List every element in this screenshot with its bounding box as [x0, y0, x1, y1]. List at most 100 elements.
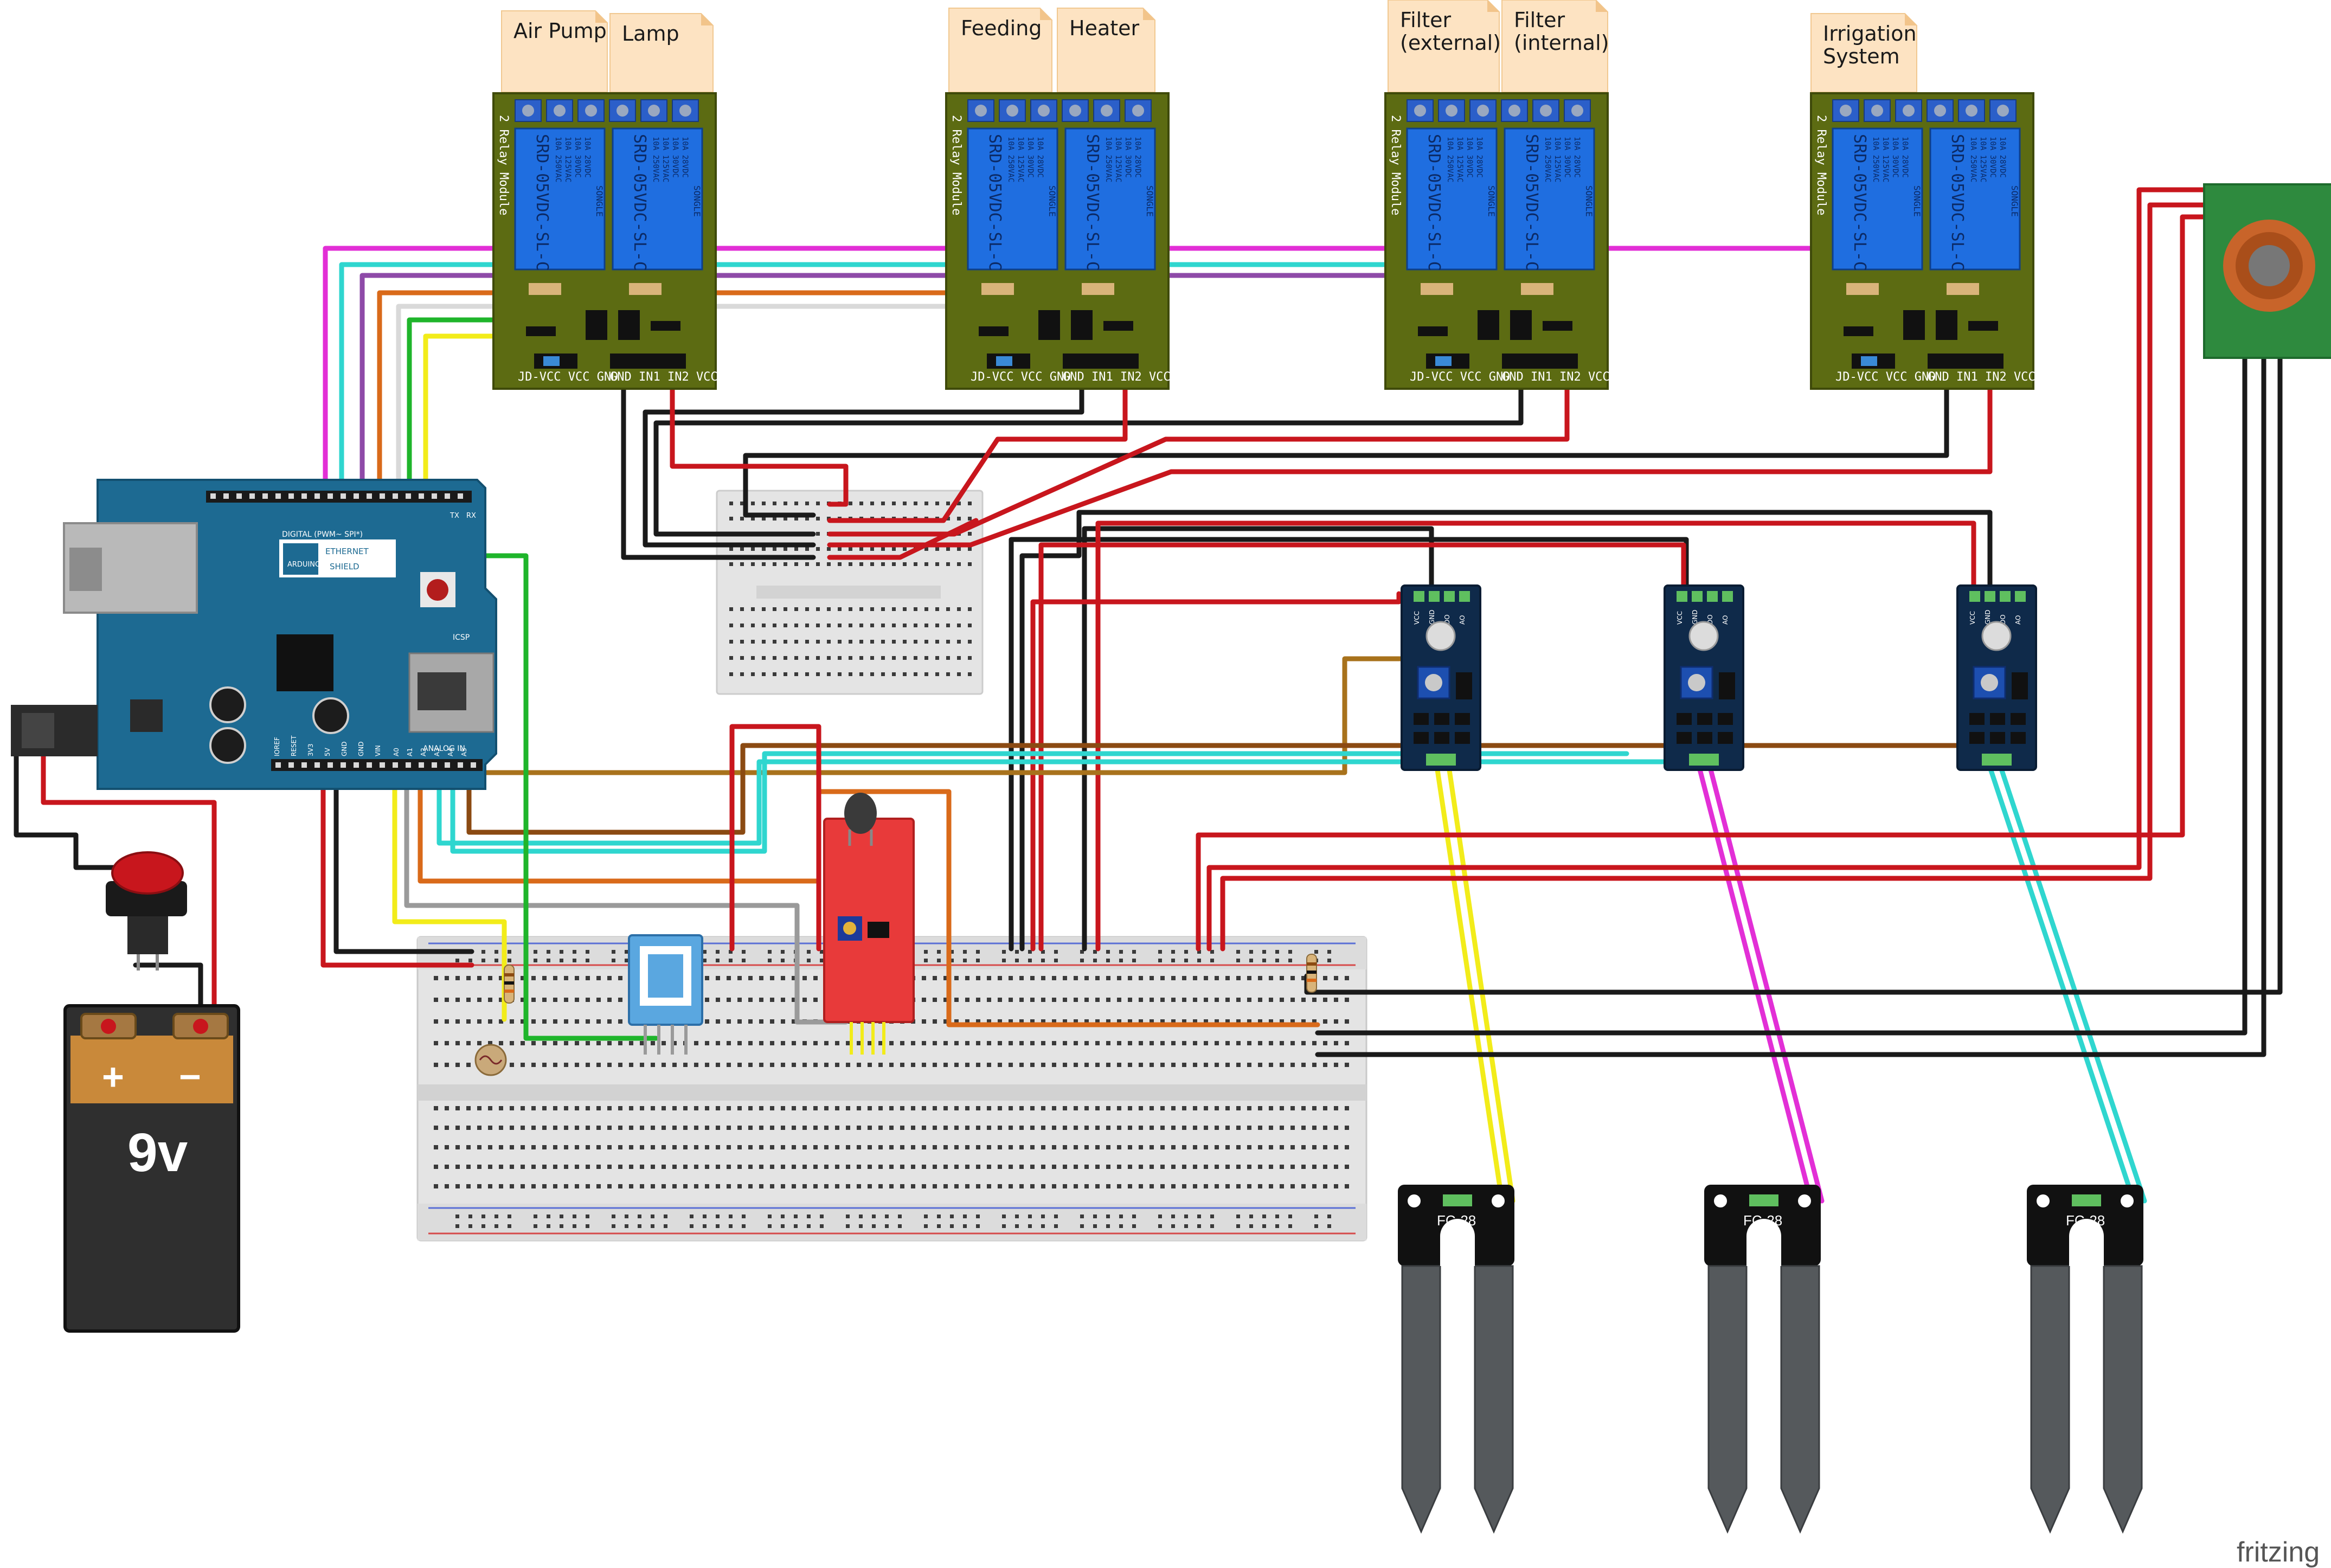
sensor-pin-label-1-3: AO: [1722, 615, 1729, 625]
relay-label-note-0: Air Pump: [501, 10, 608, 93]
relay-label-note-5: Filter(internal): [1501, 0, 1609, 93]
soil-probe-3: FC-28: [2027, 1185, 2143, 1534]
relay-label-text-1-0: Lamp: [622, 22, 679, 46]
power-pin-label-3: 5V: [324, 747, 331, 756]
shield-name-line-1: ETHERNET: [325, 547, 369, 556]
fritzing-brand: fritzing: [2237, 1537, 2320, 1568]
wire-gas-red-1: [1206, 187, 2264, 952]
wire-relay1-gnd: [621, 359, 816, 560]
wire-relay1-vcc: [670, 359, 849, 507]
sensor-pin-label-1-0: VCC: [1676, 611, 1684, 625]
shield-name-line-2: SHIELD: [330, 562, 359, 571]
relay-label-text-5-1: (internal): [1514, 31, 1609, 55]
relay-label-text-6-1: System: [1823, 44, 1900, 68]
relay-rating-3-1-3: 10A 28VDC: [1998, 137, 2007, 178]
relay-side-text-2: 2 Relay Module: [1389, 115, 1402, 215]
wire-probe3-cyan-b: [1995, 756, 2147, 1204]
relay-model-2-1: SRD-05VDC-SL-C: [1522, 134, 1541, 271]
relay-rating-3-0-3: 10A 28VDC: [1900, 137, 1909, 178]
sensor-pin-label-1-1: GND: [1691, 609, 1699, 625]
sensor-pin-label-0-1: GND: [1428, 609, 1436, 625]
relay-side-text-3: 2 Relay Module: [1814, 115, 1828, 215]
relay-label-text-2-0: Feeding: [961, 16, 1042, 40]
analog-pin-label-2: A2: [420, 748, 427, 756]
capacitor-1: [209, 686, 246, 723]
wire-arduino-gnd: [333, 773, 474, 954]
relay-brand-0-0: SONGLE: [594, 185, 605, 217]
voltage-regulator: [130, 699, 163, 732]
relay-rating-3-0-1: 10A 125VAC: [1881, 137, 1890, 182]
power-pin-label-6: VIN: [374, 745, 382, 756]
wire-probe1-yellow-b: [1445, 756, 1516, 1204]
relay-rating-1-1-3: 10A 28VDC: [1133, 137, 1142, 178]
relay-label-note-1: Lamp: [609, 13, 714, 93]
sensor-pin-label-2-1: GND: [1984, 609, 1992, 625]
analog-pin-label-3: A3: [433, 748, 441, 756]
relay-label-text-5-0: Filter: [1514, 8, 1565, 32]
relay-brand-0-1: SONGLE: [692, 185, 702, 217]
relay-label-note-2: Feeding: [948, 8, 1052, 93]
relay-rating-1-0-3: 10A 28VDC: [1036, 137, 1044, 178]
relay-model-0-0: SRD-05VDC-SL-C: [532, 134, 551, 271]
relay-jumper-label-3: JD-VCC VCC GND: [1835, 370, 1936, 384]
relay-rating-0-0-0: 10A 250VAC: [554, 137, 562, 182]
battery-plus: +: [102, 1056, 124, 1098]
wire-sensor-gnd-run: [1019, 510, 1993, 952]
relay-brand-3-0: SONGLE: [1912, 185, 1922, 217]
relay-model-0-1: SRD-05VDC-SL-C: [630, 134, 649, 271]
wire-probe3-cyan-a: [1985, 756, 2136, 1204]
capacitor-3: [312, 697, 349, 734]
mini-breadboard: [716, 490, 984, 695]
wire-relay2-gnd: [643, 359, 1084, 548]
wire-probe2-magenta-b: [1705, 756, 1825, 1204]
power-pin-label-1: RESET: [290, 735, 298, 756]
relay-input-label-3: GND IN1 IN2 VCC: [1928, 370, 2035, 384]
analog-pin-label-1: A1: [406, 748, 414, 756]
capacitor-2: [209, 727, 246, 764]
relay-rating-0-0-1: 10A 125VAC: [563, 137, 572, 182]
relay-rating-0-0-3: 10A 28VDC: [583, 137, 592, 178]
wire-gas-black-1: [1315, 350, 2247, 1036]
relay-model-3-1: SRD-05VDC-SL-C: [1948, 134, 1967, 271]
relay-label-text-4-0: Filter: [1400, 8, 1451, 32]
relay-label-text-3-0: Heater: [1069, 16, 1140, 40]
relay-input-label-1: GND IN1 IN2 VCC: [1063, 370, 1171, 384]
relay-jumper-label-2: JD-VCC VCC GND: [1410, 370, 1510, 384]
relay-rating-2-0-2: 10A 30VDC: [1465, 137, 1474, 178]
power-pin-label-0: IOREF: [273, 737, 281, 756]
battery-minus: −: [179, 1056, 201, 1098]
relay-rating-3-0-2: 10A 30VDC: [1891, 137, 1899, 178]
wire-dark-red-bb: [729, 724, 821, 952]
relay-rating-2-0-0: 10A 250VAC: [1446, 137, 1454, 182]
relay-label-text-0-0: Air Pump: [513, 19, 607, 43]
relay-rating-0-1-1: 10A 125VAC: [661, 137, 670, 182]
relay-brand-2-0: SONGLE: [1486, 185, 1497, 217]
relay-label-text-6-0: Irrigation: [1823, 22, 1917, 46]
relay-brand-1-1: SONGLE: [1145, 185, 1155, 217]
relay-brand-1-0: SONGLE: [1047, 185, 1057, 217]
wire-gas-red-3: [1196, 214, 2272, 952]
wire-probe1-yellow-a: [1433, 756, 1505, 1204]
relay-label-note-3: Heater: [1057, 8, 1155, 93]
relay-rating-0-0-2: 10A 30VDC: [573, 137, 582, 178]
wire-arduino-grey-a1: [404, 773, 849, 1025]
wire-brown-sensor3: [466, 605, 2020, 835]
sensor-pin-label-0-0: VCC: [1413, 611, 1421, 625]
wire-cyan-sensor2: [436, 605, 1727, 846]
wire-cyan-a1: [450, 751, 1629, 854]
wire-probe2-magenta-a: [1694, 756, 1814, 1204]
wire-battery-black: [14, 732, 136, 870]
wire-relay3-vcc: [827, 359, 1570, 537]
wire-gas-black-2: [1315, 350, 2266, 1057]
relay-model-3-0: SRD-05VDC-SL-C: [1850, 134, 1869, 271]
relay-rating-2-1-0: 10A 250VAC: [1543, 137, 1552, 182]
soil-probe-2: FC-28: [1704, 1185, 1821, 1534]
relay-jumper-label-1: JD-VCC VCC GND: [971, 370, 1071, 384]
relay-rating-1-1-0: 10A 250VAC: [1104, 137, 1113, 182]
digital-header: [206, 491, 472, 503]
